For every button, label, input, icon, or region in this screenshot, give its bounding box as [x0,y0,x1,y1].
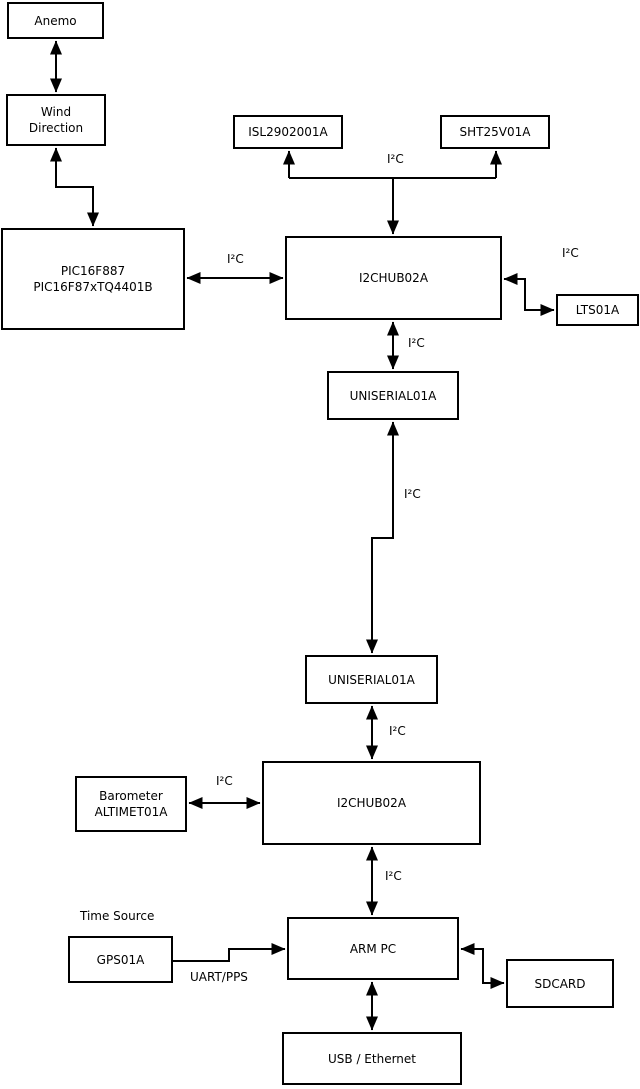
connector-armpc-sdcard [460,943,505,989]
node-sht25v01a: SHT25V01A [440,115,550,149]
node-sht25v01a-label: SHT25V01A [459,125,531,139]
node-uniserial-bottom: UNISERIAL01A [305,655,438,704]
node-gps01a-label: GPS01A [96,952,145,967]
node-lts01a: LTS01A [556,294,639,326]
node-usb-ethernet-label: USB / Ethernet [328,1051,416,1066]
node-i2chub-top: I2CHUB02A [285,236,502,320]
node-pic-label-line2: PIC16F87xTQ4401B [33,280,153,294]
node-anemo-label: Anemo [34,13,77,28]
node-isl2902001a-label: ISL2902001A [248,125,328,139]
connector-gps-armpc [173,943,286,962]
edge-label-i2c-pic-hub: I²C [227,252,244,266]
node-uniserial-top: UNISERIAL01A [327,371,459,420]
node-wind-direction-label-line1: Wind [40,105,72,119]
node-barometer-label-line1: Barometer [99,789,163,803]
edge-label-uart-pps: UART/PPS [190,970,248,984]
edge-label-i2c-barometer-hub: I²C [216,774,233,788]
connector-winddirection-pic [50,147,99,227]
node-barometer-label-line2: ALTIMET01A [94,805,168,819]
edge-label-i2c-uniserial-link: I²C [404,487,421,501]
node-uniserial-top-label: UNISERIAL01A [349,388,437,403]
node-anemo: Anemo [7,2,104,39]
edge-label-time-source: Time Source [80,909,155,923]
node-wind-direction-label-line2: Direction [28,121,84,135]
edge-label-i2c-hub-lts: I²C [562,246,579,260]
node-wind-direction: Wind Direction [6,94,106,146]
node-gps01a: GPS01A [68,936,173,983]
node-sdcard: SDCARD [506,959,614,1008]
edge-label-i2c-uniserial-hub-bottom: I²C [389,724,406,738]
connector-i2chub-top-lts01a [503,273,555,316]
node-sdcard-label: SDCARD [534,976,586,991]
node-isl2902001a: ISL2902001A [233,115,343,149]
node-i2chub-bottom-label: I2CHUB02A [336,796,407,810]
node-i2chub-bottom: I2CHUB02A [262,761,481,845]
edge-label-i2c-hub-armpc: I²C [385,869,402,883]
node-arm-pc: ARM PC [287,917,459,980]
node-pic-controller: PIC16F887 PIC16F87xTQ4401B [1,228,185,330]
edge-label-i2c-hub-uniserial-top: I²C [408,336,425,350]
node-usb-ethernet: USB / Ethernet [282,1032,462,1085]
connector-uniserial-top-uniserial-bottom [366,421,399,654]
node-barometer: Barometer ALTIMET01A [75,776,187,832]
node-i2chub-top-label: I2CHUB02A [358,271,429,285]
edge-label-i2c-bus-sensors: I²C [387,152,404,166]
node-lts01a-label: LTS01A [575,303,620,317]
node-arm-pc-label: ARM PC [349,941,397,956]
node-pic-label-line1: PIC16F887 [60,264,126,278]
node-uniserial-bottom-label: UNISERIAL01A [328,672,415,687]
